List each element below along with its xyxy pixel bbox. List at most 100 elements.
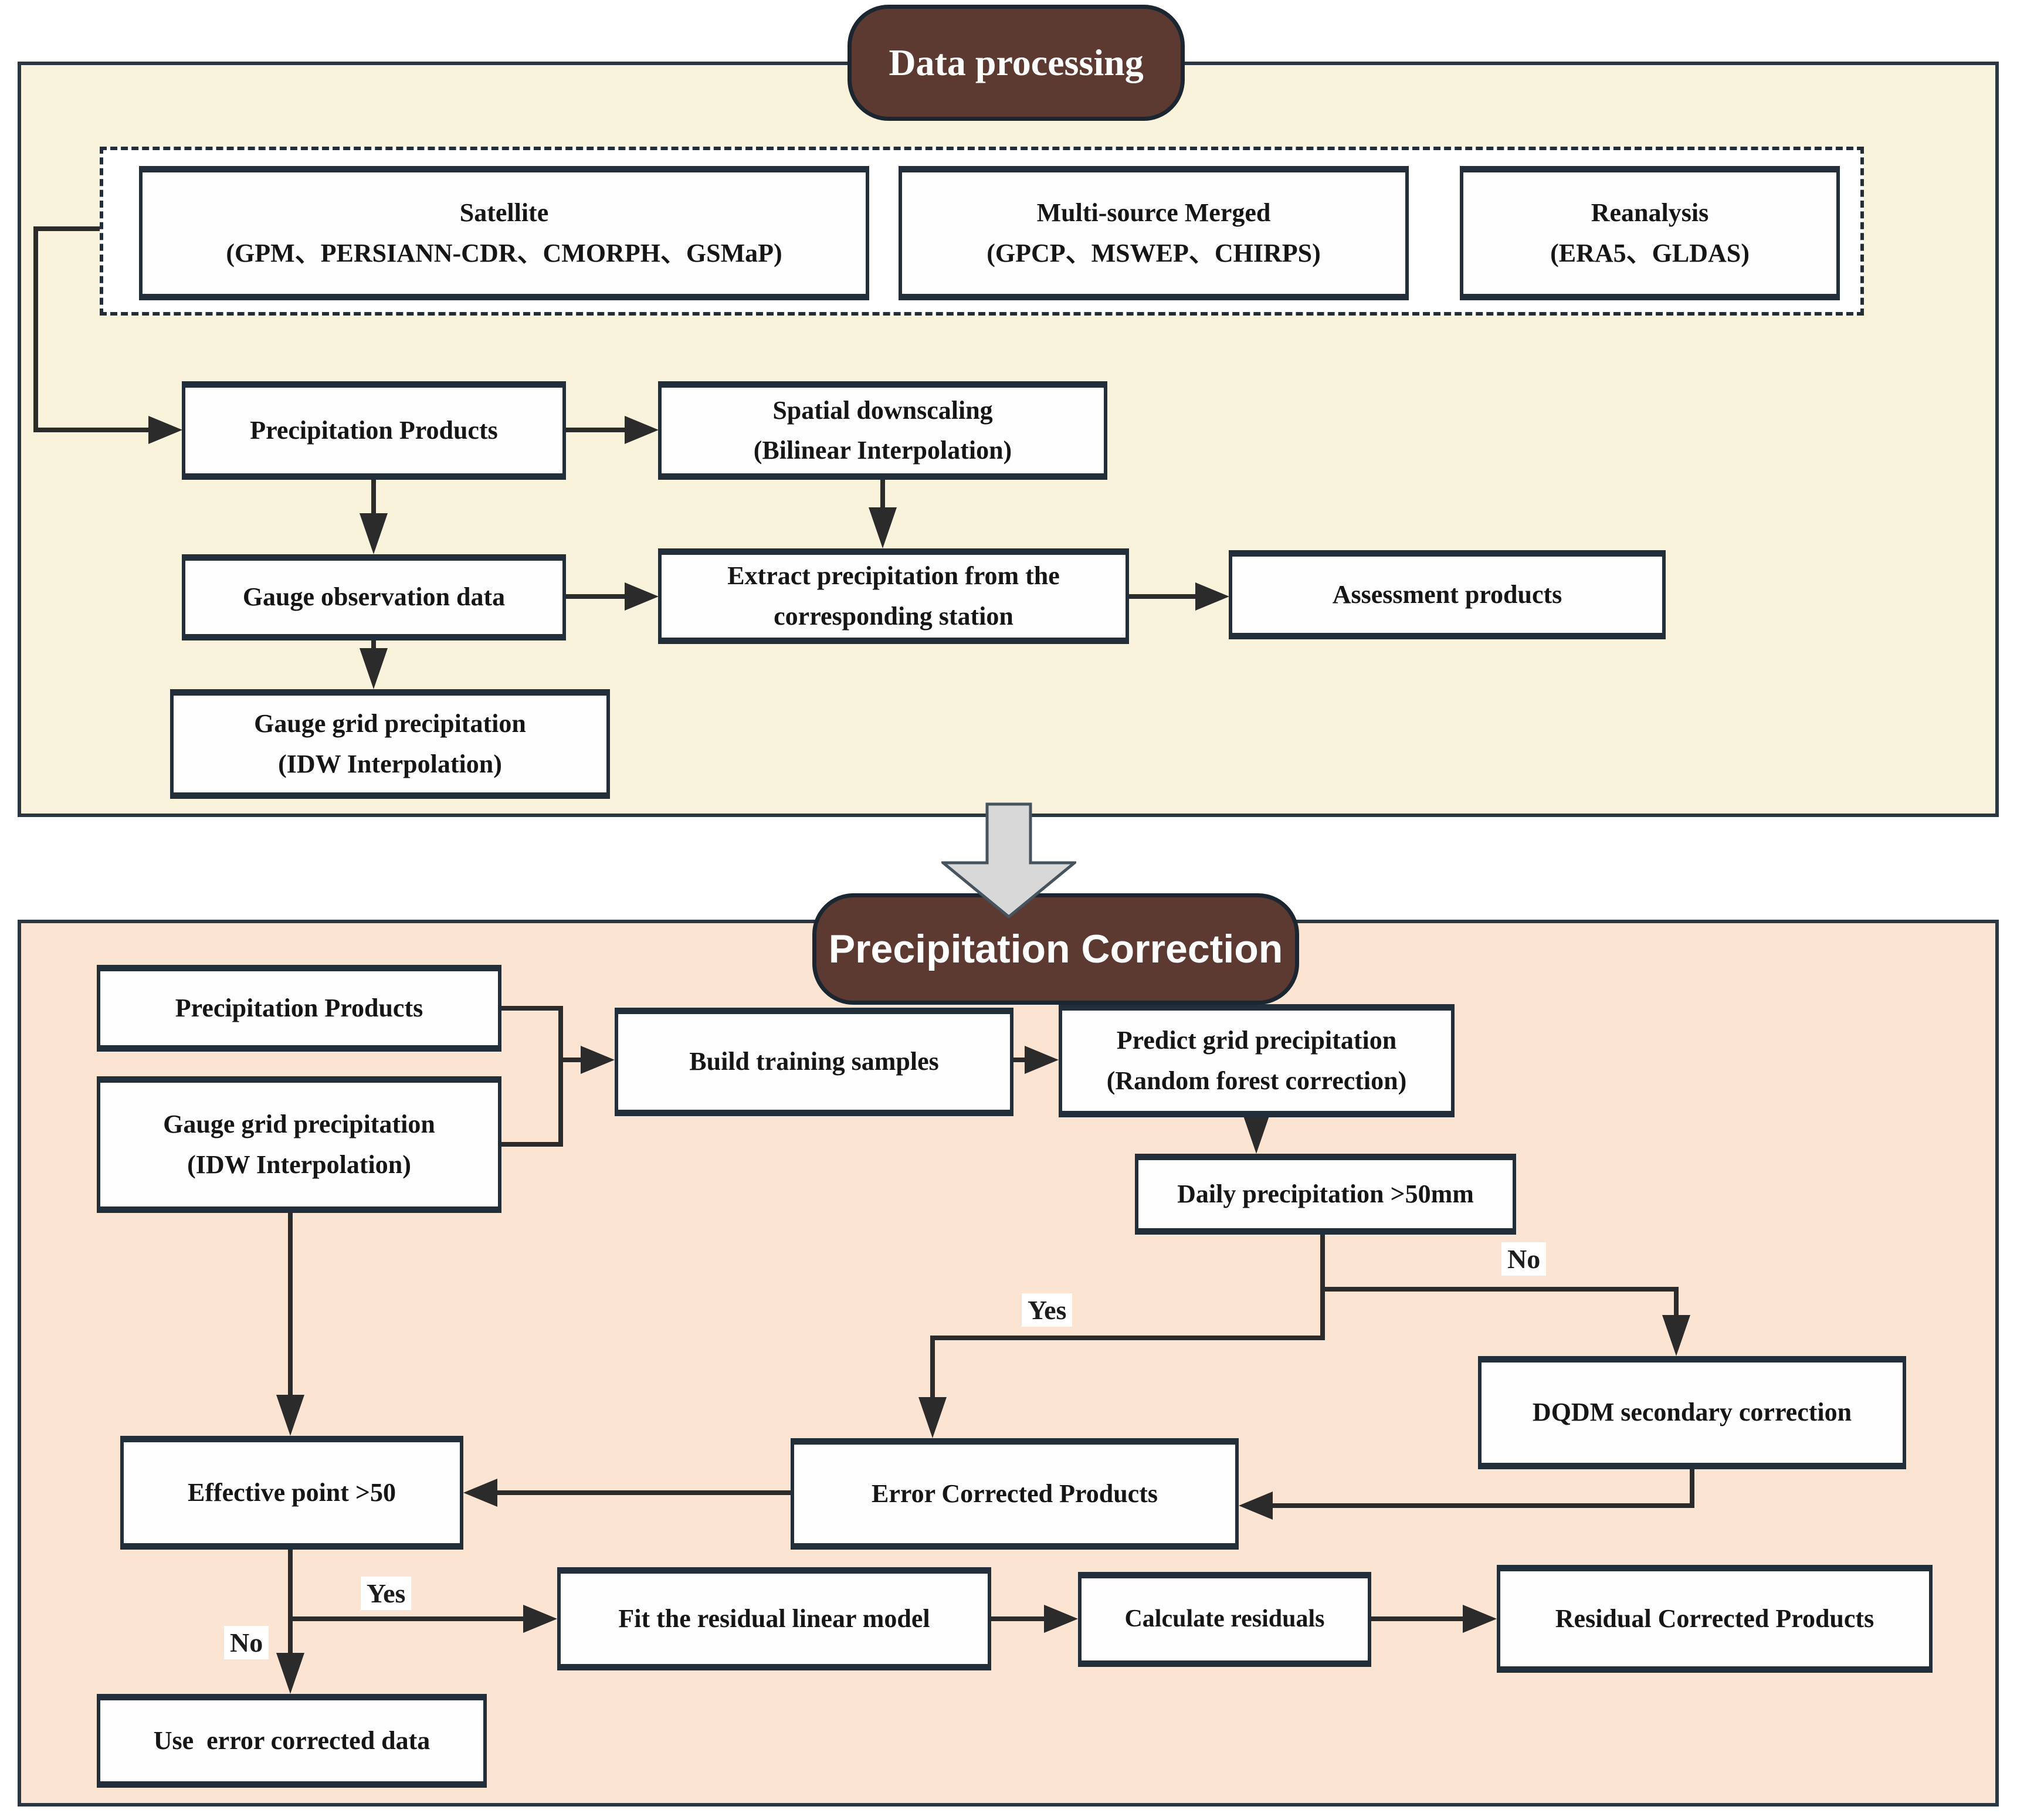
node-use-error-corrected-data-line1: Use error corrected data [153, 1726, 430, 1755]
node-reanalysis-line2: (ERA5、GLDAS) [1550, 238, 1750, 267]
arrowhead-into-use-error-corrected [276, 1653, 304, 1694]
arrowhead-into-extract-left [625, 582, 659, 611]
node-use-error-corrected-data: Use error corrected data [97, 1694, 487, 1788]
connector-yes-branch-horizontal [930, 1336, 1325, 1340]
arrowhead-into-build-training [581, 1046, 615, 1074]
section-transition-arrow-icon [941, 802, 1076, 919]
connector-no-branch-vertical [1674, 1287, 1679, 1317]
node-fit-residual-linear-model: Fit the residual linear model [557, 1567, 991, 1670]
node-spatial-downscaling: Spatial downscaling (Bilinear Interpolat… [658, 381, 1107, 480]
arrowhead-into-extract [869, 507, 897, 548]
arrowhead-into-calculate-residuals [1044, 1605, 1078, 1633]
precipitation-correction-title: Precipitation Correction [812, 893, 1299, 1005]
connector-merge-to-build [558, 1058, 583, 1062]
connector-gauge-grid-right [501, 1142, 561, 1147]
arrowhead-into-predict-grid [1025, 1046, 1059, 1074]
connector-calculate-to-residual [1371, 1616, 1464, 1621]
node-gauge-grid-precipitation: Gauge grid precipitation (IDW Interpolat… [97, 1076, 501, 1213]
node-error-corrected-products: Error Corrected Products [791, 1438, 1239, 1550]
node-effective-point-50-line1: Effective point >50 [187, 1477, 396, 1507]
connector-build-to-predict [1013, 1058, 1026, 1062]
node-gauge-observation-data-line1: Gauge observation data [242, 582, 506, 612]
connector-fit-to-calculate [991, 1616, 1045, 1621]
node-effective-point-50: Effective point >50 [120, 1436, 463, 1550]
node-precipitation-products: Precipitation Products [97, 965, 501, 1052]
connector-merge-vertical [558, 1006, 563, 1147]
connector-sources-elbow-v [33, 226, 38, 431]
node-multi-source-merged-line1: Multi-source Merged [1036, 198, 1271, 228]
label-yes-daily-text: Yes [1028, 1295, 1067, 1325]
connector-gauge-obs-to-gauge-grid [371, 640, 376, 649]
label-yes-effective: Yes [361, 1577, 412, 1610]
connector-effective-branch-vertical [288, 1550, 293, 1655]
connector-yes-branch-vertical [930, 1336, 935, 1399]
node-residual-corrected-products: Residual Corrected Products [1497, 1565, 1933, 1673]
node-gauge-observation-data: Gauge observation data [182, 554, 566, 640]
arrowhead-into-spatial-downscaling [625, 416, 659, 444]
precipitation-correction-title-text: Precipitation Correction [828, 927, 1283, 971]
node-residual-corrected-products-line1: Residual Corrected Products [1555, 1604, 1874, 1633]
node-reanalysis: Reanalysis (ERA5、GLDAS) [1460, 166, 1840, 300]
connector-pp-right [501, 1006, 561, 1011]
connector-pp-to-gauge-obs [371, 480, 376, 515]
arrowhead-into-gauge-obs [360, 513, 388, 554]
arrowhead-into-error-corrected-top [918, 1397, 947, 1438]
node-precipitation-products-line1: Precipitation Products [175, 993, 423, 1022]
node-gauge-grid-precipitation-line2: (IDW Interpolation) [187, 1150, 411, 1179]
label-yes-effective-text: Yes [367, 1578, 406, 1608]
node-satellite-line2: (GPM、PERSIANN-CDR、CMORPH、GSMaP) [226, 238, 782, 267]
node-satellite-line1: Satellite [459, 198, 549, 228]
label-no-effective: No [224, 1626, 269, 1659]
node-error-corrected-products-line1: Error Corrected Products [872, 1479, 1158, 1508]
node-build-training-samples-line1: Build training samples [689, 1047, 939, 1076]
connector-sources-elbow-h1 [35, 226, 100, 231]
data-processing-title-text: Data processing [889, 42, 1144, 83]
node-precipitation-products-top-line1: Precipitation Products [250, 415, 498, 445]
label-no-daily-text: No [1507, 1244, 1541, 1274]
arrowhead-into-fit-residual [523, 1605, 557, 1633]
node-build-training-samples: Build training samples [615, 1008, 1013, 1116]
node-fit-residual-linear-model-line1: Fit the residual linear model [618, 1604, 930, 1633]
node-daily-precipitation-50mm-line1: Daily precipitation >50mm [1177, 1179, 1474, 1208]
node-predict-grid-precipitation: Predict grid precipitation (Random fores… [1059, 1004, 1455, 1117]
node-extract-precipitation-line1: Extract precipitation from the [727, 561, 1060, 591]
arrowhead-into-residual-corrected [1463, 1605, 1497, 1633]
arrowhead-into-assessment [1195, 582, 1229, 611]
node-reanalysis-line1: Reanalysis [1591, 198, 1709, 228]
connector-gauge-grid-to-effective [288, 1213, 293, 1397]
arrowhead-into-gauge-grid-top [360, 648, 388, 689]
node-gauge-grid-precipitation-top: Gauge grid precipitation (IDW Interpolat… [170, 689, 610, 799]
arrowhead-into-effective-point [463, 1479, 497, 1507]
node-gauge-grid-precipitation-top-line2: (IDW Interpolation) [278, 749, 502, 778]
node-assessment-products: Assessment products [1229, 550, 1666, 639]
arrowhead-into-precipitation-products [148, 416, 182, 444]
connector-no-branch-horizontal [1320, 1287, 1679, 1292]
node-predict-grid-precipitation-line2: (Random forest correction) [1106, 1066, 1407, 1095]
node-spatial-downscaling-line2: (Bilinear Interpolation) [753, 436, 1012, 465]
data-processing-title: Data processing [848, 5, 1185, 121]
node-dqdm-secondary-correction-line1: DQDM secondary correction [1532, 1398, 1852, 1427]
node-precipitation-products-top: Precipitation Products [182, 381, 566, 480]
arrowhead-into-error-corrected-right [1239, 1492, 1273, 1520]
node-extract-precipitation: Extract precipitation from the correspon… [658, 548, 1129, 644]
node-calculate-residuals-line1: Calculate residuals [1124, 1605, 1325, 1633]
node-satellite: Satellite (GPM、PERSIANN-CDR、CMORPH、GSMaP… [139, 166, 869, 300]
connector-dqdm-down [1690, 1469, 1694, 1508]
node-dqdm-secondary-correction: DQDM secondary correction [1478, 1356, 1906, 1469]
label-no-effective-text: No [230, 1628, 263, 1658]
node-multi-source-merged: Multi-source Merged (GPCP、MSWEP、CHIRPS) [899, 166, 1409, 300]
label-yes-daily: Yes [1022, 1293, 1073, 1327]
node-predict-grid-precipitation-line1: Predict grid precipitation [1116, 1026, 1397, 1055]
connector-error-to-effective [497, 1490, 791, 1495]
connector-gauge-obs-to-extract [566, 594, 625, 599]
arrowhead-into-daily-precip [1242, 1113, 1270, 1154]
node-gauge-grid-precipitation-line1: Gauge grid precipitation [163, 1110, 435, 1139]
node-calculate-residuals: Calculate residuals [1078, 1572, 1371, 1667]
node-daily-precipitation-50mm: Daily precipitation >50mm [1135, 1154, 1516, 1235]
connector-extract-to-assessment [1129, 594, 1196, 599]
connector-yes-to-fit [288, 1616, 524, 1621]
node-spatial-downscaling-line1: Spatial downscaling [772, 395, 993, 425]
arrowhead-into-dqdm [1662, 1315, 1690, 1356]
arrowhead-into-effective-point-top [276, 1395, 304, 1436]
